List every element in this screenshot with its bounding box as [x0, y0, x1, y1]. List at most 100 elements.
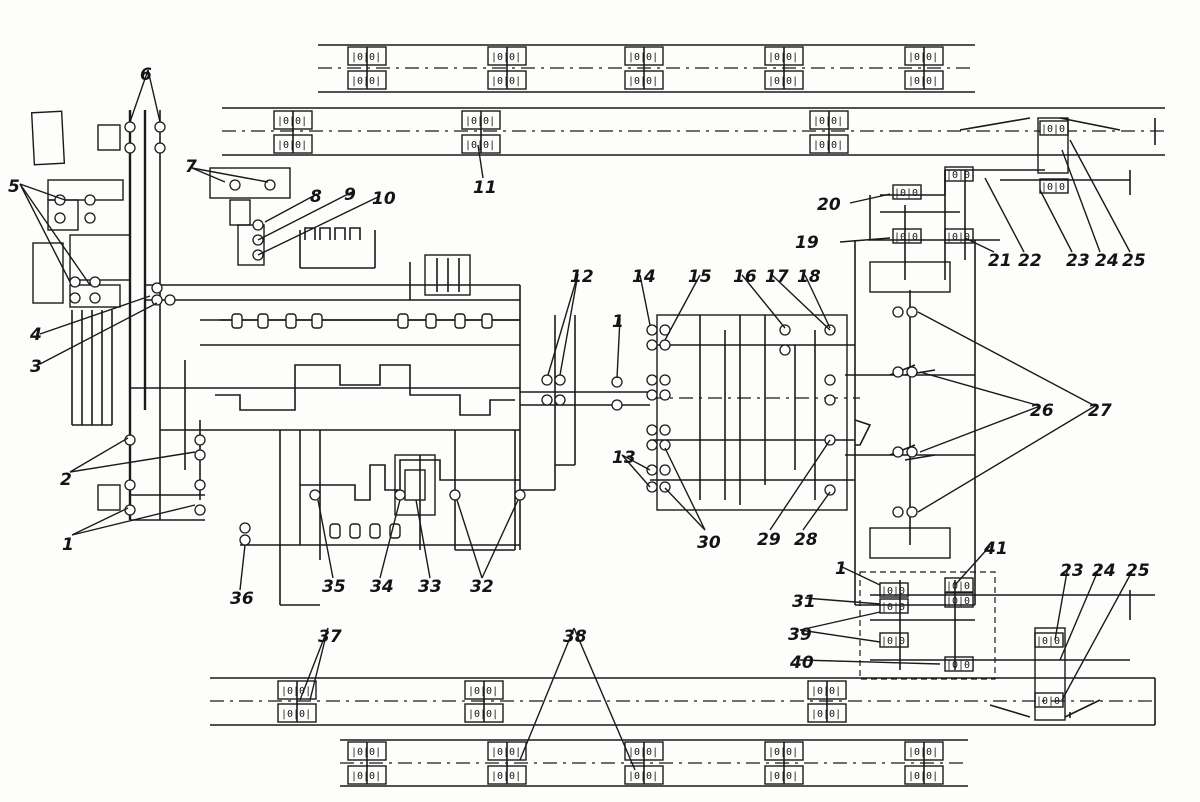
bearing-circle [892, 306, 904, 318]
bearing-mark: |0|0| [628, 52, 658, 63]
label-6: 6 [140, 65, 152, 85]
bearing-mark: |0|0| [894, 232, 924, 243]
label-18: 18 [797, 267, 821, 287]
leader-line [639, 274, 651, 326]
bearing-mark: |0|0| [894, 188, 924, 199]
track-bearing-pair: |0|0||0|0| [487, 46, 527, 90]
leader-line [839, 237, 891, 243]
shaft-bearing-pair: |0|0||0|0| [277, 680, 317, 723]
bearing-circle [611, 376, 623, 388]
label-11: 11 [473, 178, 497, 198]
label-4: 4 [29, 325, 42, 345]
bearing-circle [554, 394, 566, 406]
leader-line [519, 627, 575, 761]
bearing-mark: |0|0| [908, 76, 938, 87]
bearing-circle [646, 439, 658, 451]
leader-line [664, 447, 706, 531]
leader-line [799, 659, 941, 665]
bearing-block: |0|0| [879, 598, 911, 614]
bearing-circle [554, 374, 566, 386]
bearing-mark: |0|0| [881, 602, 911, 613]
shaft-bearing-pair: |0|0||0|0| [273, 110, 313, 154]
label-40: 40 [789, 653, 814, 673]
bearing-mark: |0|0| [908, 52, 938, 63]
label-41: 41 [983, 539, 1008, 559]
roller [285, 313, 297, 329]
track-bearing-pair: |0|0||0|0| [347, 46, 387, 90]
roller [349, 523, 361, 539]
label-34: 34 [370, 577, 394, 597]
bearing-mark: |0|0| [1041, 182, 1071, 193]
shaft-bearing-pair: |0|0||0|0| [807, 680, 847, 723]
bearing-circle [779, 324, 791, 336]
bearing-mark: |0|0| [811, 686, 841, 697]
leader-line [19, 183, 66, 201]
bearing-circle [69, 276, 81, 288]
roller [481, 313, 493, 329]
track-bearing-pair: |0|0||0|0| [347, 741, 387, 785]
bearing-circle [124, 434, 136, 446]
roller [425, 313, 437, 329]
bearing-circle [151, 294, 163, 306]
leader-line [19, 183, 71, 283]
bearing-mark: |0|0| [491, 747, 521, 758]
label-26: 26 [1030, 401, 1054, 421]
bearing-circle [892, 446, 904, 458]
leader-line [299, 627, 329, 701]
leader-line [257, 195, 381, 256]
bearing-circle [779, 344, 791, 356]
label-32: 32 [470, 577, 494, 597]
bearing-mark: |0|0| [908, 771, 938, 782]
bearing-circle [646, 374, 658, 386]
bottom-track-shaft: |0|0||0|0||0|0||0|0||0|0||0|0||0|0||0|0|… [340, 739, 968, 787]
bearing-block: |0|0| [1034, 692, 1066, 708]
leader-line [804, 597, 881, 605]
leader-line [804, 274, 831, 329]
bearing-mark: |0|0| [468, 686, 498, 697]
label-19: 19 [795, 233, 819, 253]
leader-line [917, 405, 1096, 513]
bearing-mark: |0|0| [628, 747, 658, 758]
bearing-mark: |0|0| [491, 771, 521, 782]
bearing-circle [906, 506, 918, 518]
leader-line [19, 183, 91, 286]
bearing-circle [659, 389, 671, 401]
bearing-circle [154, 121, 166, 133]
leader-line [573, 627, 636, 771]
leader-line [917, 311, 1096, 407]
leader-line [415, 499, 431, 579]
roller [231, 313, 243, 329]
leader-lines [19, 69, 1136, 771]
leader-line [919, 405, 1041, 453]
label-39: 39 [788, 625, 812, 645]
bearing-block: |0|0| [892, 184, 924, 200]
leader-line [1061, 565, 1136, 701]
label-24-bottom: 24 [1092, 561, 1116, 581]
bearing-block: |0|0| [944, 592, 976, 608]
leader-line [799, 611, 881, 631]
leader-line [664, 487, 706, 531]
lower-right-assembly [855, 571, 1155, 721]
bearing-circle [124, 504, 136, 516]
label-31: 31 [792, 592, 816, 612]
bearing-circle [646, 424, 658, 436]
bearing-mark: |0|0| [881, 636, 911, 647]
leader-line [919, 371, 1041, 407]
label-10: 10 [372, 189, 396, 209]
leader-line [379, 499, 401, 579]
leader-line [39, 295, 151, 335]
roller [311, 313, 323, 329]
label-8: 8 [310, 187, 322, 207]
label-23-top: 23 [1066, 251, 1090, 271]
bearing-block: |0|0| [1039, 178, 1071, 194]
bearing-circle [194, 479, 206, 491]
leader-line [481, 499, 519, 579]
leader-line [317, 499, 334, 579]
bearing-block: |0|0| [944, 577, 976, 593]
leader-line [264, 193, 318, 223]
bearing-circle [309, 489, 321, 501]
leader-line [477, 144, 484, 179]
bearing-block: |0|0| [944, 166, 976, 182]
bearing-circle [194, 449, 206, 461]
label-29: 29 [757, 530, 781, 550]
